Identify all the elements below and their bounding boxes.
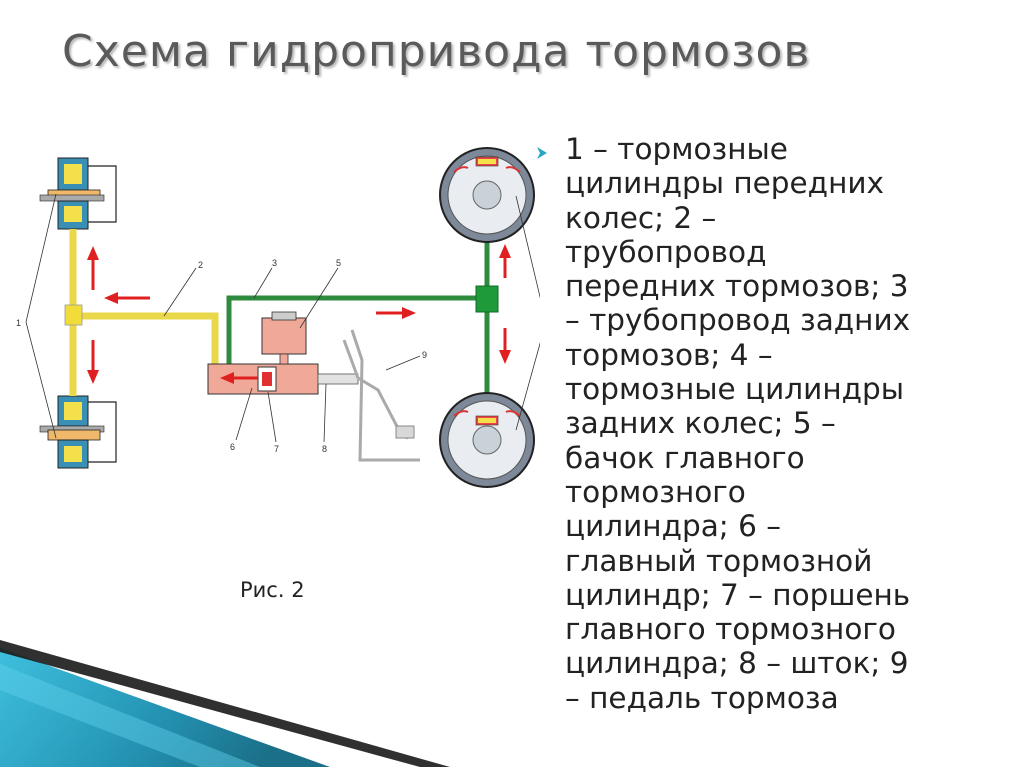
front-brake-top (39, 157, 117, 230)
desc-line: цилиндры передних (565, 166, 884, 201)
desc-line: бачок главного (565, 440, 805, 475)
label-8: 8 (322, 444, 327, 454)
desc-line: тормозные цилиндры (565, 372, 905, 407)
desc-line: – педаль тормоза (565, 680, 839, 715)
desc-line: тормозов; 4 – (565, 337, 773, 372)
desc-line: 1 – тормозные (565, 132, 788, 166)
page-title: Схема гидропривода тормозов (62, 26, 811, 77)
brake-pedal (342, 329, 420, 462)
desc-line: цилиндра; 8 – шток; 9 (565, 646, 909, 681)
label-7: 7 (274, 444, 279, 454)
front-tee-junction (64, 304, 83, 326)
legend-description: 1 – тормозные цилиндры передних колес; 2… (565, 132, 1005, 715)
desc-line: цилиндр; 7 – поршень (565, 577, 911, 612)
label-1: 1 (16, 318, 21, 328)
flow-arrows (87, 244, 511, 384)
label-3: 3 (272, 258, 277, 268)
rear-tee-junction (475, 285, 499, 313)
label-2: 2 (198, 260, 203, 270)
figure-caption: Рис. 2 (240, 578, 305, 602)
desc-line: задних колес; 5 – (565, 406, 836, 441)
rear-brake-line (226, 242, 490, 414)
fluid-reservoir (261, 311, 307, 365)
desc-line: колес; 2 – (565, 200, 717, 235)
desc-line: трубопровод (565, 234, 767, 269)
rear-brake-drum-top (439, 147, 535, 243)
bullet-arrow-icon (537, 147, 547, 159)
front-brake-bottom (39, 395, 117, 469)
brake-hydraulic-diagram: 1 2 3 5 6 7 8 9 4 (16, 147, 540, 488)
desc-line: передних тормозов; 3 (565, 269, 909, 304)
label-5: 5 (336, 258, 341, 268)
rear-brake-drum-bottom (439, 392, 535, 488)
label-6: 6 (230, 442, 235, 452)
label-9: 9 (422, 350, 427, 360)
desc-line: главного тормозного (565, 612, 896, 647)
desc-line: тормозного (565, 474, 746, 509)
desc-line: – трубопровод задних (565, 303, 911, 338)
desc-line: главный тормозной (565, 543, 873, 578)
leader-lines (25, 193, 540, 443)
desc-line: цилиндра; 6 – (565, 509, 781, 544)
